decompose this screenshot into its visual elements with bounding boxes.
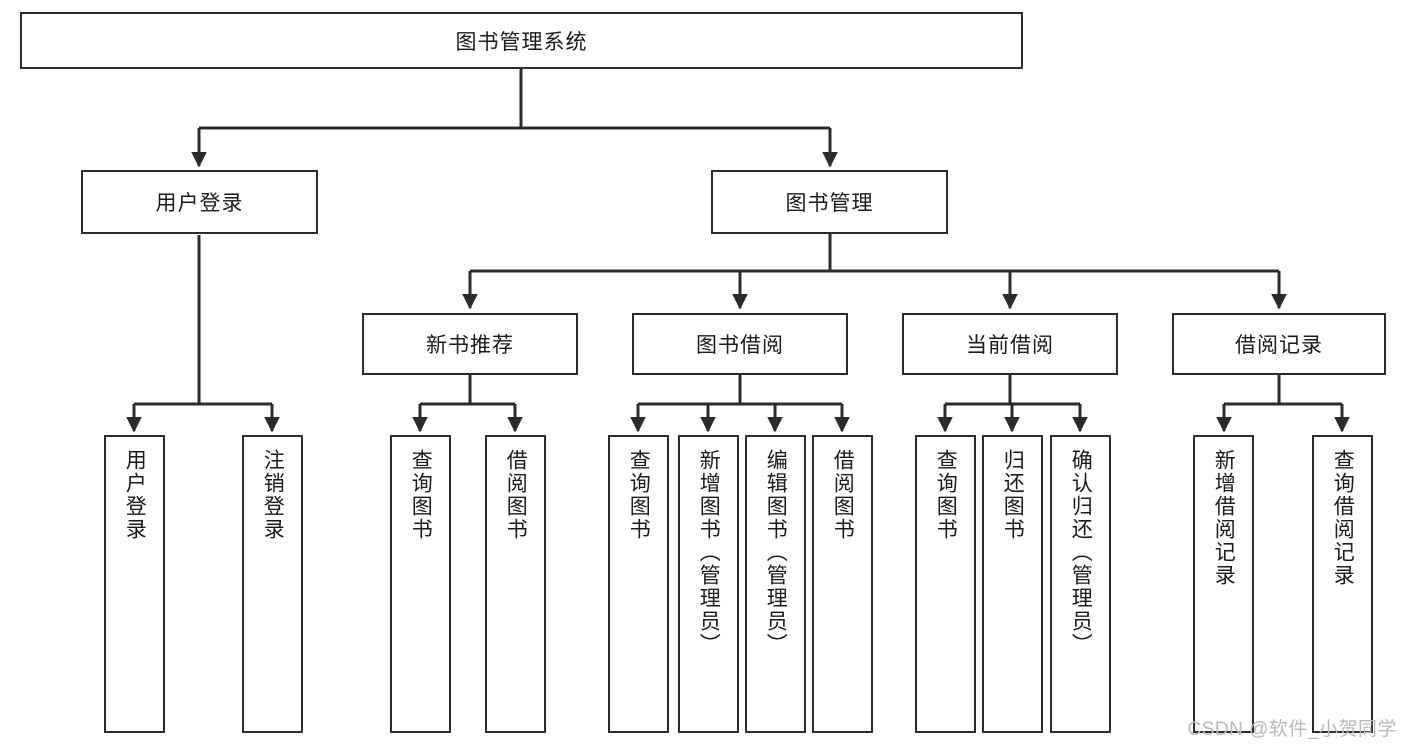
node-borrow-record[interactable]: 借阅记录	[1172, 313, 1386, 375]
node-leaf-query-record[interactable]: 查询借阅记录	[1312, 435, 1373, 733]
node-new-book-recommend[interactable]: 新书推荐	[362, 313, 578, 375]
node-leaf-add-book[interactable]: 新增图书（管理员）	[678, 435, 739, 733]
node-label: 查询借阅记录	[1331, 449, 1355, 587]
node-label: 图书管理系统	[455, 30, 588, 54]
node-leaf-query-book-2[interactable]: 查询图书	[608, 435, 669, 733]
node-user-login[interactable]: 用户登录	[81, 170, 318, 234]
node-leaf-return-book[interactable]: 归还图书	[982, 435, 1043, 733]
node-label: 图书管理	[785, 192, 874, 215]
node-label: 编辑图书（管理员）	[764, 449, 788, 656]
node-leaf-edit-book[interactable]: 编辑图书（管理员）	[745, 435, 806, 733]
node-label: 当前借阅	[966, 334, 1054, 357]
node-current-borrow[interactable]: 当前借阅	[902, 313, 1118, 375]
node-label: 查询图书	[934, 449, 958, 541]
node-label: 注销登录	[261, 449, 285, 541]
node-label: 新增图书（管理员）	[697, 449, 721, 656]
node-label: 确认归还（管理员）	[1069, 449, 1093, 656]
watermark-text: CSDN @软件_小贺同学	[1187, 719, 1397, 740]
node-label: 用户登录	[123, 449, 147, 541]
node-leaf-user-login[interactable]: 用户登录	[104, 435, 165, 733]
node-label: 归还图书	[1001, 449, 1025, 541]
node-label: 图书借阅	[696, 334, 784, 357]
node-label: 借阅图书	[831, 449, 855, 541]
node-leaf-logout-login[interactable]: 注销登录	[242, 435, 303, 733]
node-leaf-add-record[interactable]: 新增借阅记录	[1193, 435, 1254, 733]
node-label: 新增借阅记录	[1212, 449, 1236, 587]
node-label: 用户登录	[155, 192, 244, 215]
node-leaf-query-book-3[interactable]: 查询图书	[915, 435, 976, 733]
node-leaf-confirm-return[interactable]: 确认归还（管理员）	[1050, 435, 1111, 733]
node-book-manage[interactable]: 图书管理	[711, 170, 948, 234]
node-leaf-query-book-1[interactable]: 查询图书	[390, 435, 451, 733]
node-label: 查询图书	[627, 449, 651, 541]
node-label: 借阅图书	[504, 449, 528, 541]
node-label: 借阅记录	[1235, 334, 1323, 357]
node-book-borrow[interactable]: 图书借阅	[632, 313, 848, 375]
node-leaf-borrow-book-2[interactable]: 借阅图书	[812, 435, 873, 733]
node-label: 新书推荐	[426, 334, 514, 357]
node-book-management-system[interactable]: 图书管理系统	[20, 12, 1023, 69]
node-leaf-borrow-book-1[interactable]: 借阅图书	[485, 435, 546, 733]
node-label: 查询图书	[409, 449, 433, 541]
